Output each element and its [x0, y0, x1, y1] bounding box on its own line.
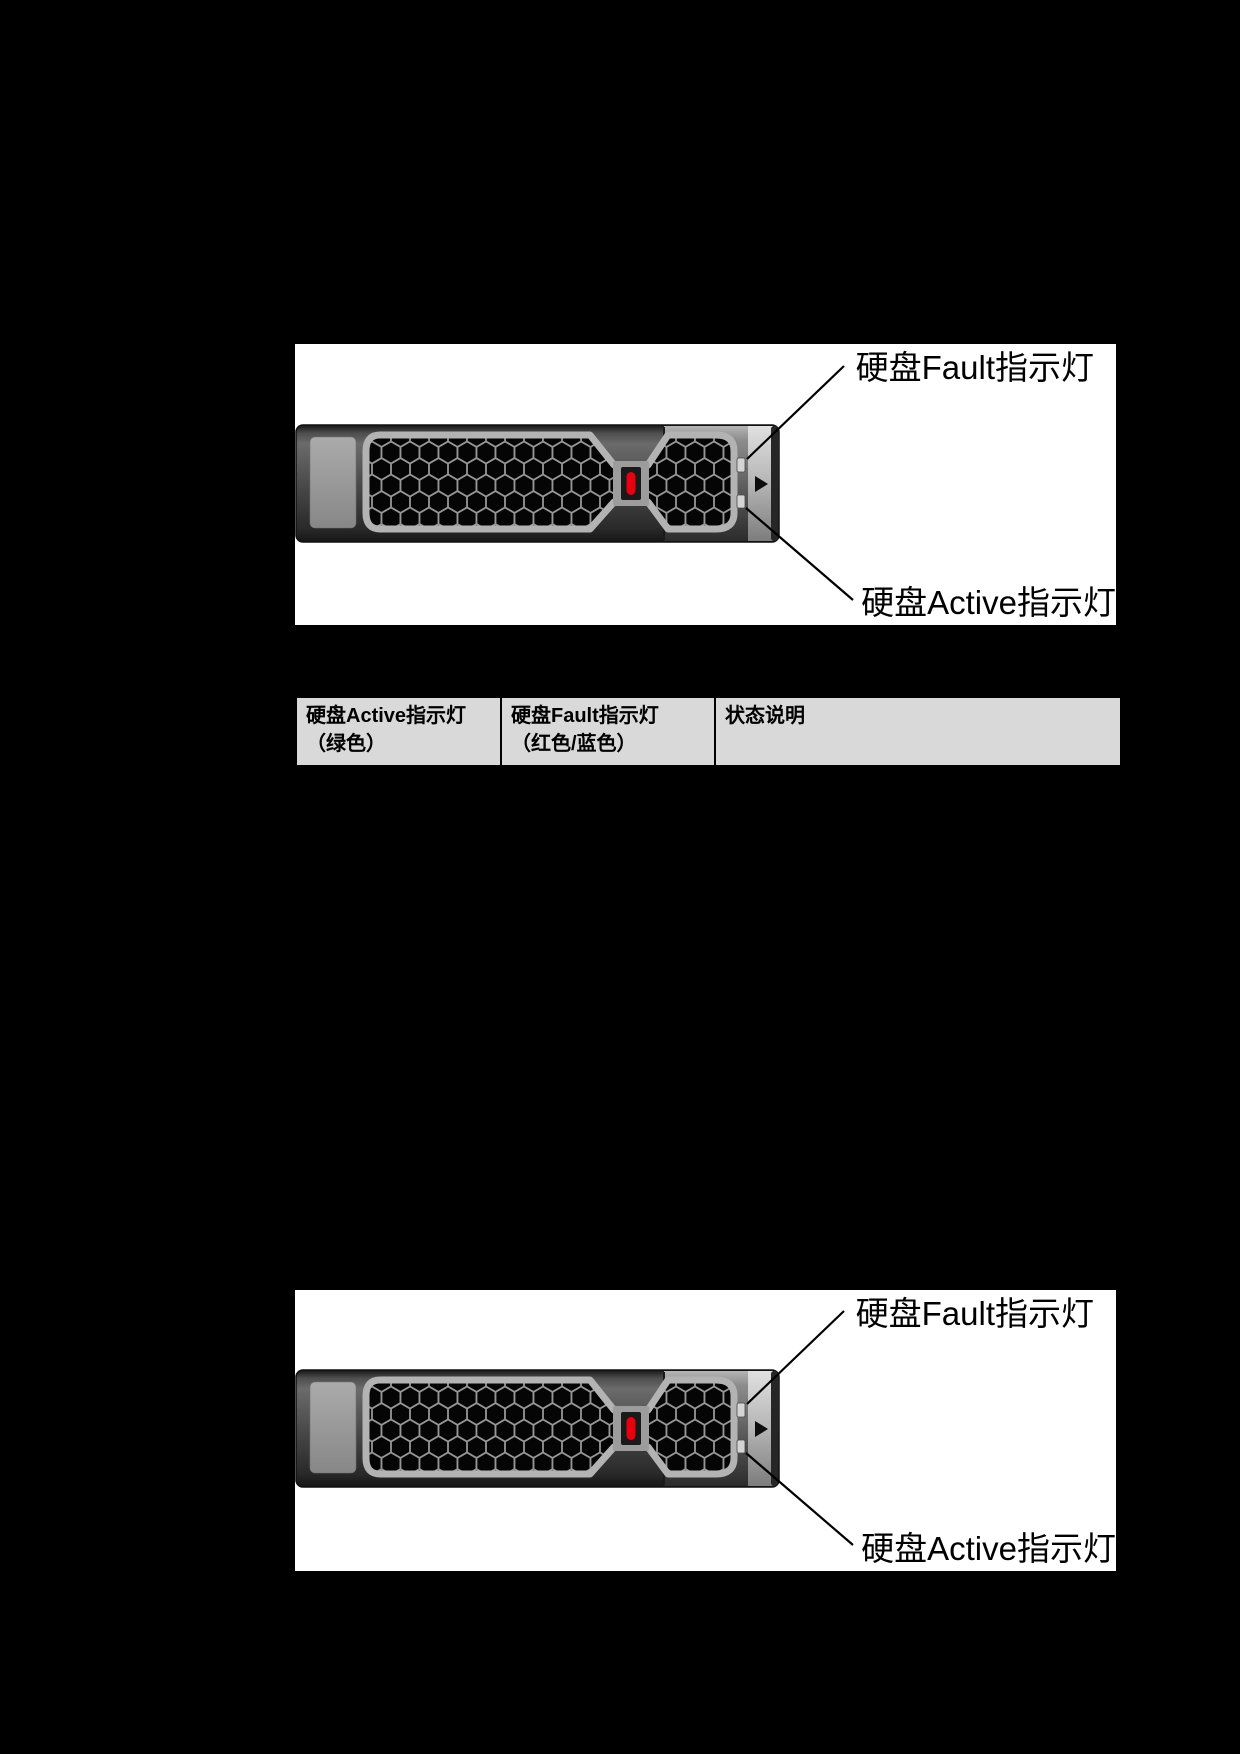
active-callout-line [745, 507, 854, 601]
table-header-fault-led: 硬盘Fault指示灯 （红色/蓝色） [500, 698, 714, 765]
fault-callout-line [746, 365, 845, 460]
figure-hdd-indicators-top: 硬盘Fault指示灯 硬盘Active指示灯 [295, 344, 1116, 625]
table-header-status: 状态说明 [714, 698, 1120, 765]
hdd-tray-illustration [295, 1310, 854, 1546]
table-header-text: （红色/蓝色） [511, 733, 637, 755]
table-header-active-led: 硬盘Active指示灯 （绿色） [297, 698, 500, 765]
table-header-text: 硬盘Active指示灯 [306, 705, 467, 727]
active-callout-line [745, 1452, 854, 1546]
active-led-label: 硬盘Active指示灯 [861, 584, 1116, 621]
figure-hdd-indicators-bottom: 硬盘Fault指示灯 硬盘Active指示灯 [295, 1290, 1116, 1571]
table-header-text: 硬盘Fault指示灯 [511, 705, 659, 727]
hdd-tray-illustration [295, 365, 854, 601]
fault-led-label: 硬盘Fault指示灯 [855, 1295, 1094, 1332]
fault-callout-line [746, 1310, 845, 1405]
table-header-text: （绿色） [306, 733, 386, 755]
active-led-label: 硬盘Active指示灯 [861, 1530, 1116, 1567]
table-header-text: 状态说明 [725, 705, 805, 727]
led-status-table-header: 硬盘Active指示灯 （绿色） 硬盘Fault指示灯 （红色/蓝色） 状态说明 [295, 696, 1122, 767]
fault-led-label: 硬盘Fault指示灯 [855, 349, 1094, 386]
